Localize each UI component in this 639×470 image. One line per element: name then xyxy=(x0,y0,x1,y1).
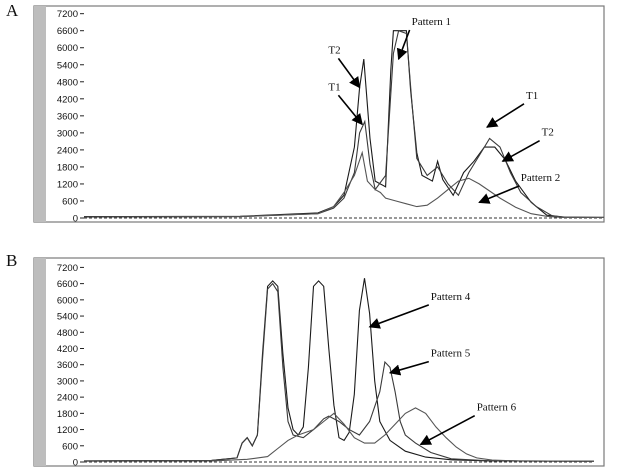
annotation-label: T1 xyxy=(526,90,538,102)
y-tick-label: 4200 xyxy=(57,344,78,355)
annotation-arrow xyxy=(388,360,430,376)
annotation-arrow xyxy=(337,94,363,126)
annotation-label: Pattern 1 xyxy=(412,16,451,28)
y-tick-label: 4200 xyxy=(57,94,78,105)
y-tick-label: 3000 xyxy=(57,376,78,387)
annotation-arrow xyxy=(337,57,361,89)
y-tick-label: 6000 xyxy=(57,43,78,54)
y-tick-label: 5400 xyxy=(57,312,78,323)
series-line-2 xyxy=(83,282,595,462)
y-tick-label: 2400 xyxy=(57,145,78,156)
series-line-2 xyxy=(83,29,604,218)
y-tick-label: 6000 xyxy=(57,295,78,306)
y-tick-label: 4800 xyxy=(57,328,78,339)
y-tick-label: 4800 xyxy=(57,77,78,88)
plot-frame xyxy=(33,257,605,467)
y-tick-label: 3000 xyxy=(57,128,78,139)
plot-frame xyxy=(33,5,605,223)
annotation-label: T2 xyxy=(542,127,554,139)
y-tick-label: 3600 xyxy=(57,360,78,371)
annotation-arrow xyxy=(419,414,476,446)
y-tick-label: 1800 xyxy=(57,409,78,420)
y-tick-label: 0 xyxy=(73,214,78,225)
panel-label: B xyxy=(6,251,17,270)
y-tick-label: 1800 xyxy=(57,162,78,173)
panel-label: A xyxy=(6,1,19,20)
y-tick-label: 600 xyxy=(62,441,78,452)
y-tick-label: 2400 xyxy=(57,393,78,404)
axis-strip xyxy=(34,258,46,466)
annotation-arrow xyxy=(396,29,411,61)
y-tick-label: 1200 xyxy=(57,425,78,436)
annotation-arrow xyxy=(478,185,520,204)
annotation-label: Pattern 6 xyxy=(477,402,517,414)
y-tick-label: 5400 xyxy=(57,60,78,71)
annotation-label: Pattern 4 xyxy=(431,291,471,303)
y-tick-label: 0 xyxy=(73,458,78,469)
series-line-3 xyxy=(83,150,604,218)
annotation-arrow xyxy=(486,103,525,128)
y-tick-label: 3600 xyxy=(57,111,78,122)
annotation-label: Pattern 5 xyxy=(431,348,471,360)
series-line-3 xyxy=(83,407,595,462)
annotation-label: T1 xyxy=(328,81,340,93)
y-tick-label: 1200 xyxy=(57,179,78,190)
y-tick-label: 6600 xyxy=(57,279,78,290)
y-tick-label: 600 xyxy=(62,196,78,207)
annotation-label: Pattern 2 xyxy=(521,172,560,184)
annotation-label: T2 xyxy=(328,44,340,56)
annotation-arrow xyxy=(368,304,430,329)
annotation-arrow xyxy=(501,140,540,162)
y-tick-label: 7200 xyxy=(57,9,78,20)
y-tick-label: 6600 xyxy=(57,26,78,37)
axis-strip xyxy=(34,6,46,222)
y-tick-label: 7200 xyxy=(57,263,78,274)
